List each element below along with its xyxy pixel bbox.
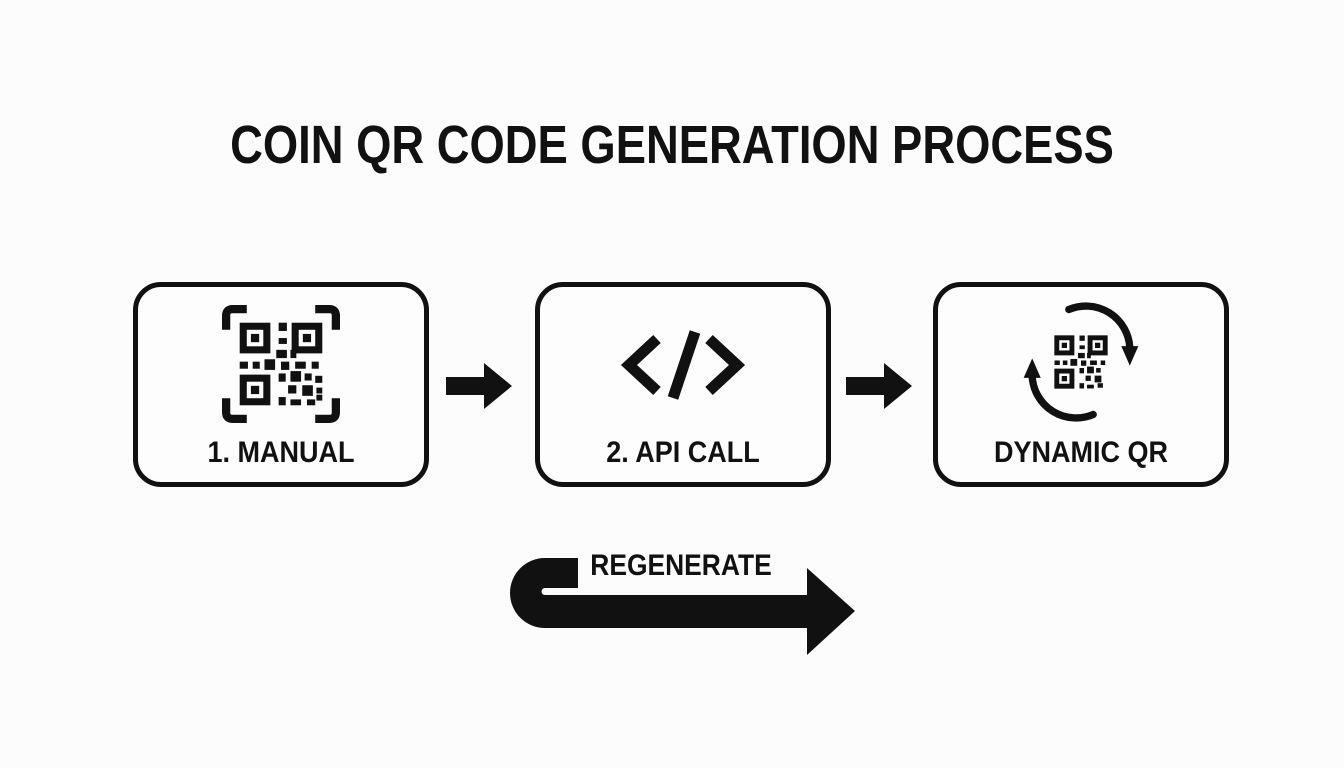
code-brackets-icon: [617, 329, 749, 401]
step-box-api-call: 2. API CALL: [535, 282, 831, 487]
regenerate-label: REGENERATE: [590, 549, 772, 582]
right-arrow-icon: [446, 363, 512, 409]
regenerate-loop-arrow-icon: [502, 548, 858, 668]
step-label-manual: 1. MANUAL: [207, 436, 355, 469]
diagram-title: COIN QR CODE GENERATION PROCESS: [230, 115, 1114, 175]
qr-refresh-icon: [1017, 301, 1145, 423]
step-box-manual: 1. MANUAL: [133, 282, 429, 487]
qr-code-frame-icon: [221, 305, 341, 423]
right-arrow-icon: [846, 363, 912, 409]
step-box-dynamic-qr: DYNAMIC QR: [933, 282, 1229, 487]
step-label-dynamic-qr: DYNAMIC QR: [993, 436, 1169, 469]
step-label-api-call: 2. API CALL: [606, 436, 760, 469]
